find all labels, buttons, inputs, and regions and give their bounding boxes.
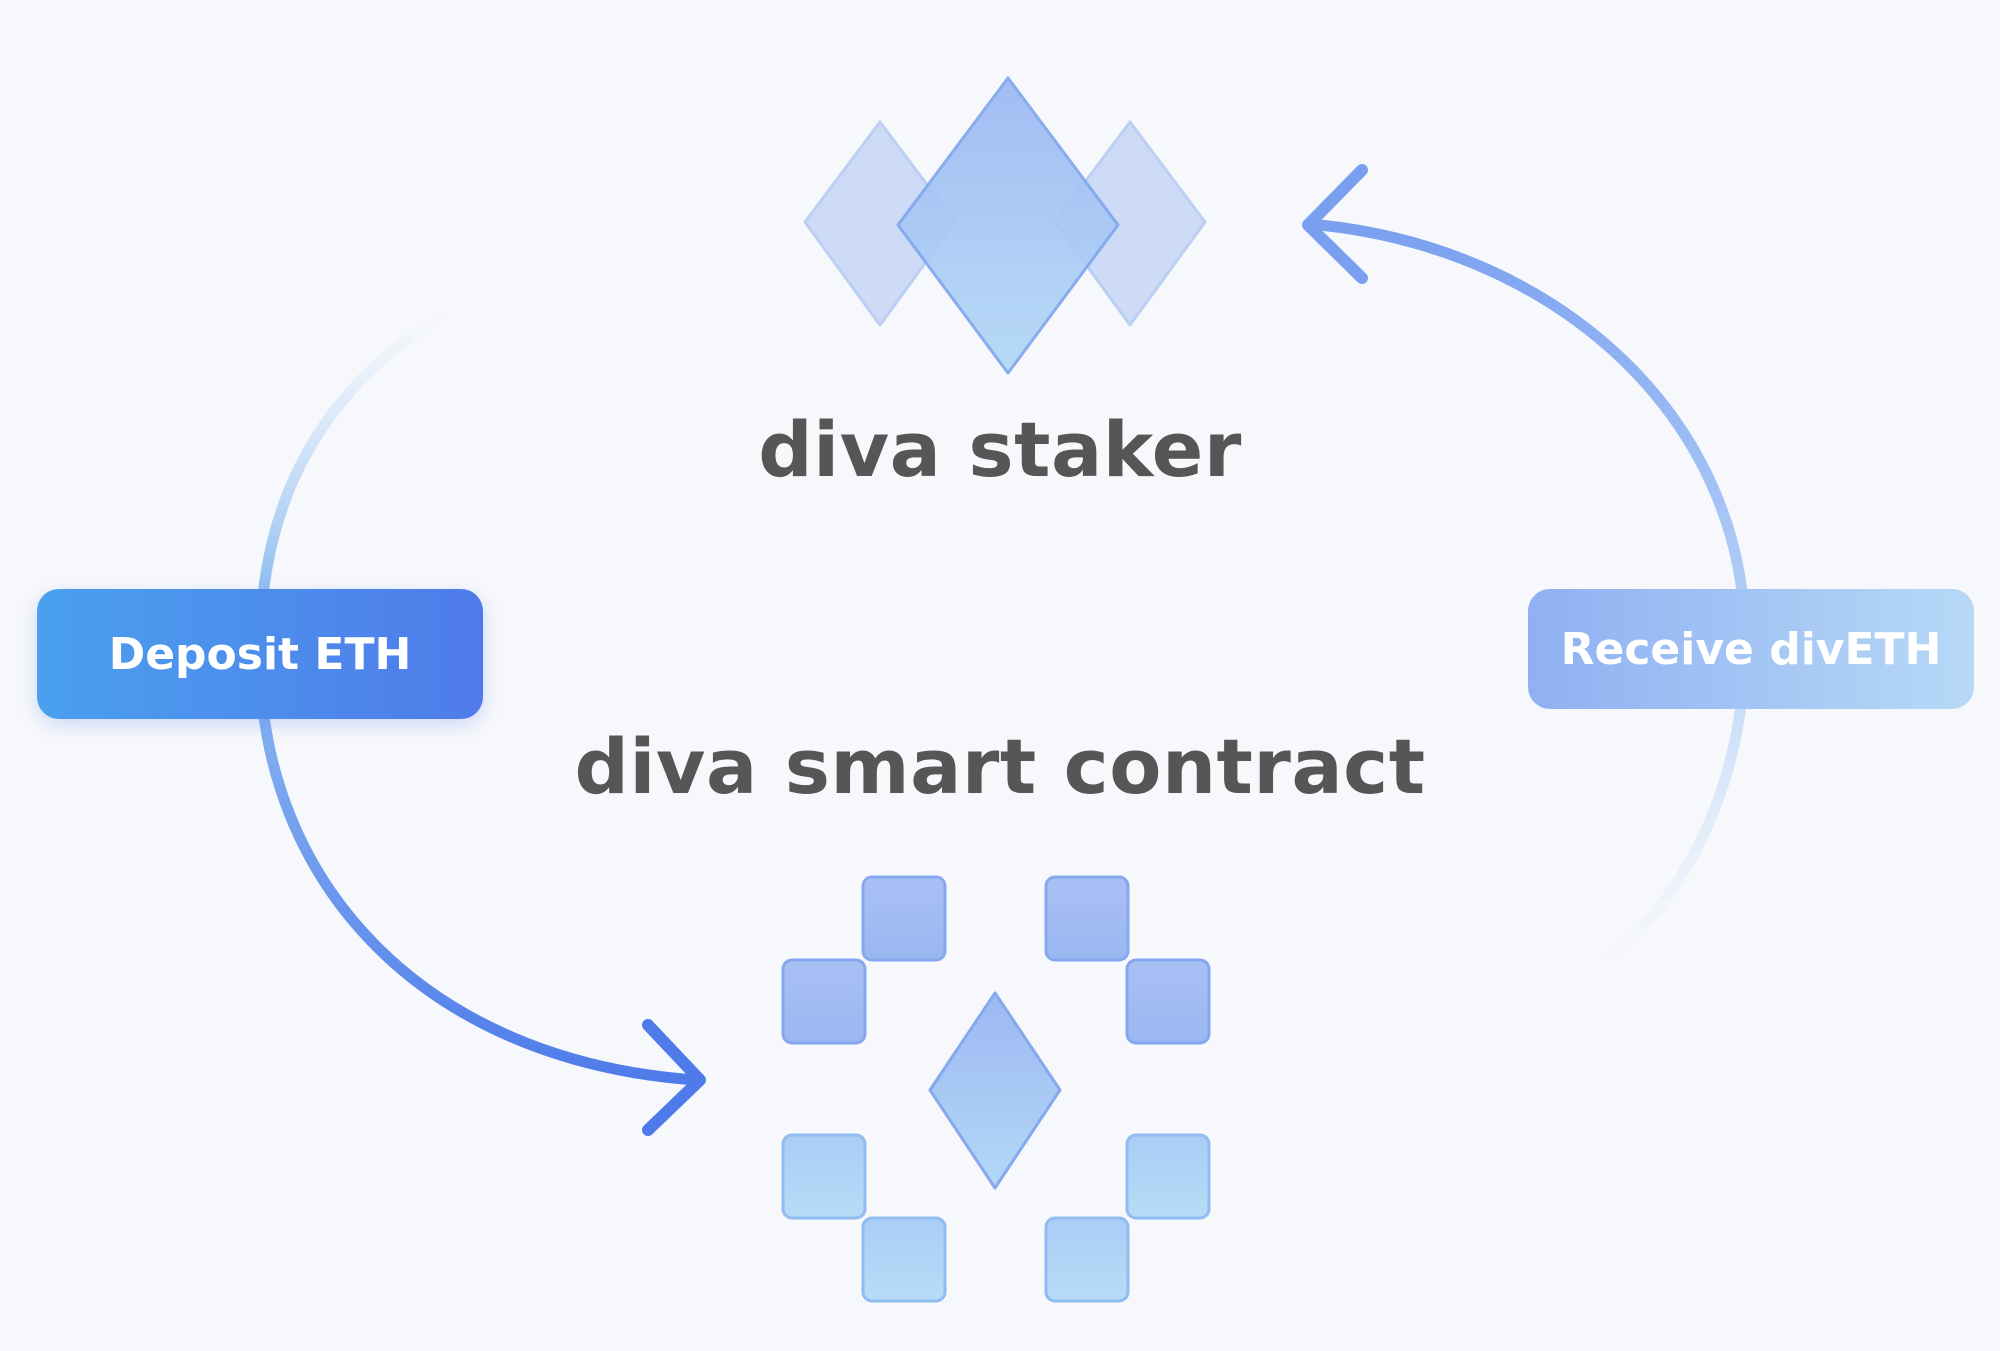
receive-diveth-label: Receive divETH <box>1528 589 1974 709</box>
deposit-eth-text: Deposit ETH <box>108 628 412 680</box>
contract-title: diva smart contract <box>574 722 1426 811</box>
receive-diveth-text: Receive divETH <box>1560 623 1942 675</box>
staker-title: diva staker <box>758 405 1242 494</box>
deposit-arrowhead-icon <box>642 1019 706 1136</box>
receive-arrowhead-icon <box>1302 164 1368 284</box>
deposit-eth-label: Deposit ETH <box>37 589 483 719</box>
blocks-with-diamond-icon <box>781 875 1211 1303</box>
receive-arrow <box>1302 164 1751 981</box>
stacked-diamonds-icon <box>803 76 1207 375</box>
